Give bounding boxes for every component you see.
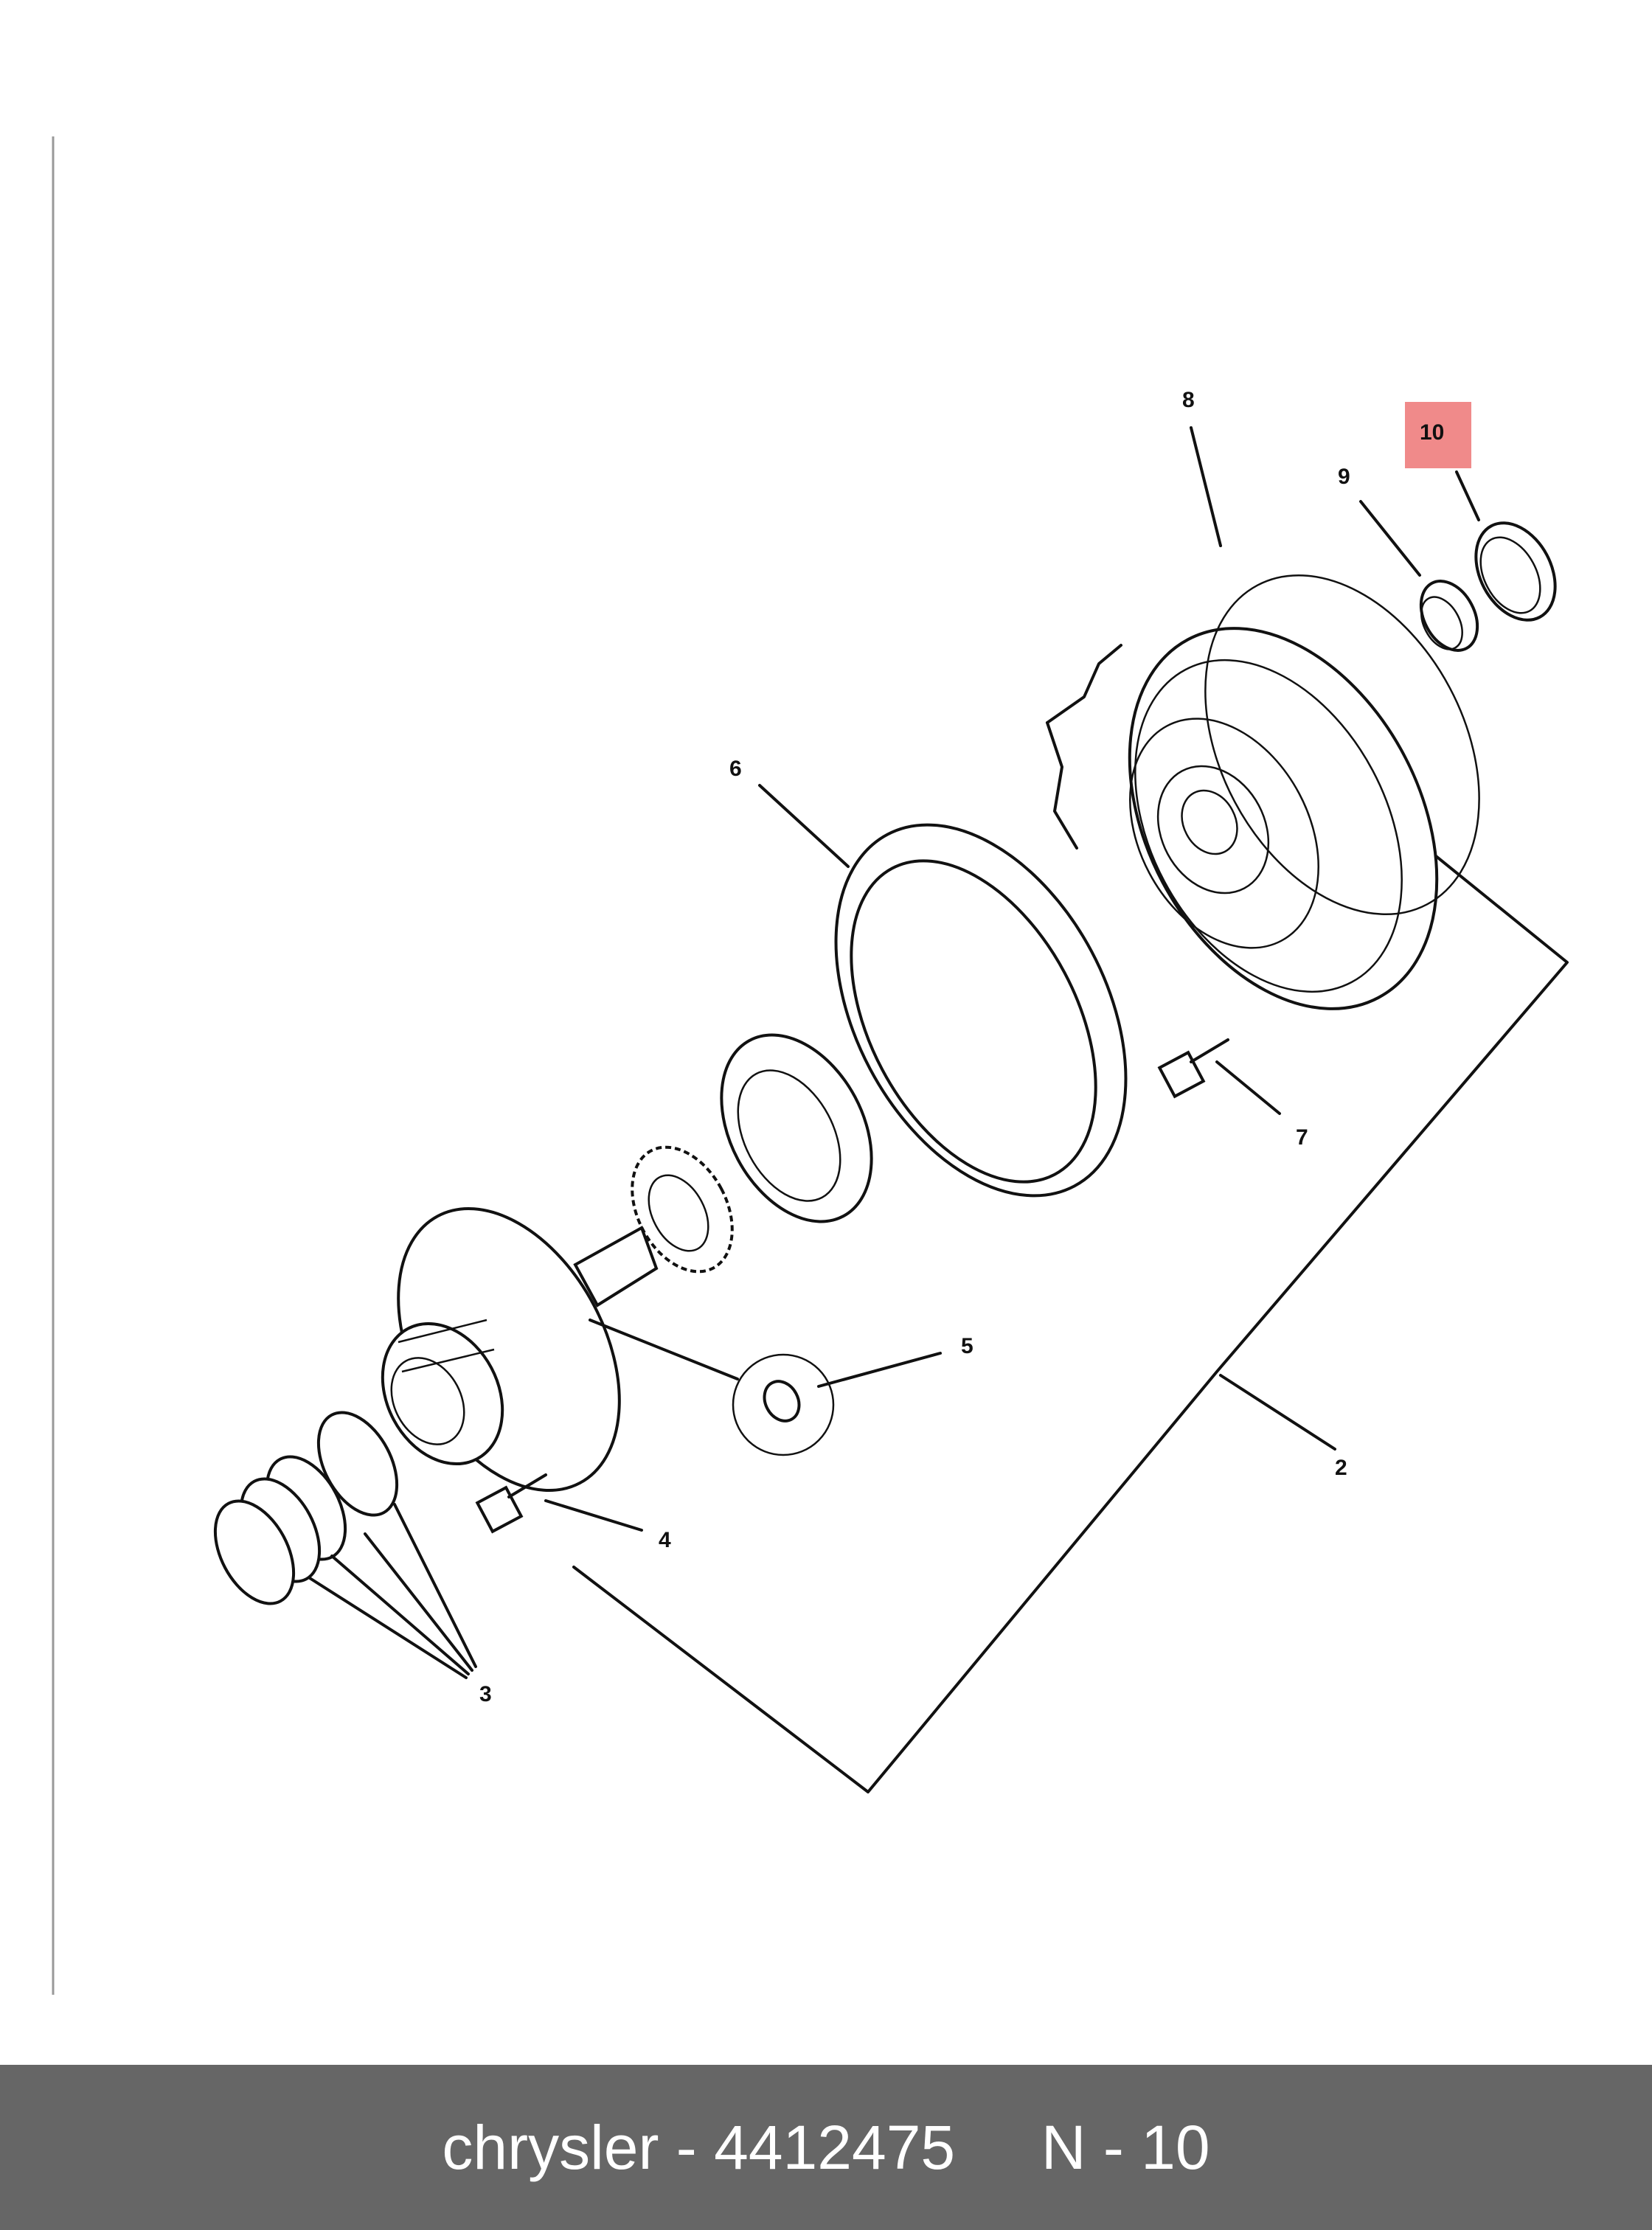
plug-detail <box>589 1319 835 1456</box>
reaction-shaft-support <box>381 1206 659 1493</box>
pump-housing <box>1046 627 1439 1010</box>
leader-lines <box>308 426 1480 1679</box>
bolt-item-7 <box>1157 1038 1229 1099</box>
highlight-box-10 <box>1405 402 1471 468</box>
callout-3: 3 <box>479 1682 492 1706</box>
exploded-parts-diagram: 8 9 10 6 7 5 4 2 3 <box>52 136 1569 1995</box>
callout-2: 2 <box>1335 1456 1347 1480</box>
callout-7: 7 <box>1296 1125 1308 1150</box>
part-number-caption: chrysler - 4412475 N - 10 <box>442 2112 1210 2182</box>
callout-9: 9 <box>1338 465 1350 489</box>
callout-10: 10 <box>1420 420 1444 445</box>
callout-8: 8 <box>1182 388 1195 412</box>
footer-bar: chrysler - 4412475 N - 10 <box>0 2065 1652 2230</box>
callout-5: 5 <box>961 1334 974 1358</box>
sealing-rings <box>213 1411 399 1605</box>
bolt-item-4 <box>475 1473 547 1534</box>
assembly-bracket <box>572 836 1569 1793</box>
callout-6: 6 <box>729 757 742 781</box>
bushing <box>1474 521 1557 622</box>
o-ring-seal <box>1204 574 1480 916</box>
gasket <box>834 823 1128 1198</box>
callout-4: 4 <box>659 1528 671 1552</box>
seal-ring <box>1419 580 1479 652</box>
outer-gear <box>720 1033 873 1223</box>
